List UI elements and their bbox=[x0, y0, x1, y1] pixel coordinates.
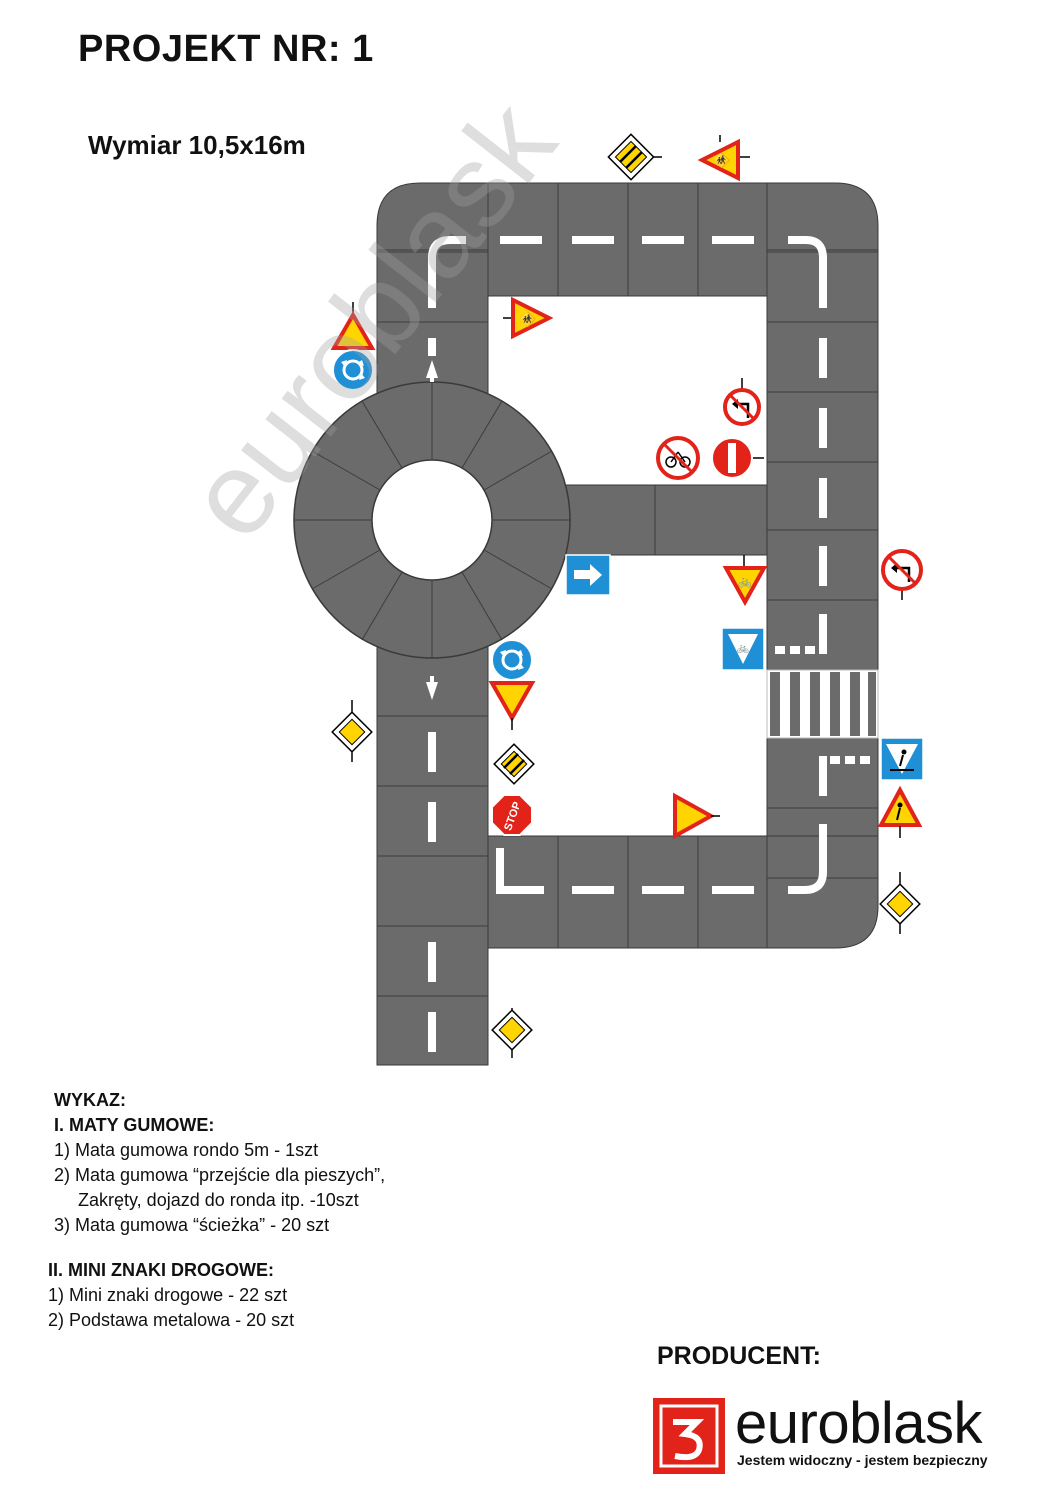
priority-road-end-sign bbox=[607, 133, 662, 181]
mandatory-direction-sign bbox=[565, 554, 611, 596]
warning-triangle-sign-bottom bbox=[673, 792, 720, 840]
inventory-list: WYKAZ: I. MATY GUMOWE: 1) Mata gumowa ro… bbox=[48, 1088, 385, 1333]
euroblask-logo: euroblask Jestem widoczny - jestem bezpi… bbox=[653, 1391, 1033, 1474]
no-left-turn-sign-right bbox=[881, 549, 923, 600]
logo-mark bbox=[653, 1398, 725, 1474]
no-left-turn-sign bbox=[723, 378, 761, 426]
svg-text:🚲: 🚲 bbox=[737, 643, 749, 654]
pedestrian-crossing bbox=[766, 669, 879, 739]
project-title: PROJEKT NR: 1 bbox=[78, 28, 374, 70]
priority-road-sign-bottom bbox=[491, 1008, 533, 1058]
lane-markings bbox=[428, 236, 870, 1052]
children-warning-sign: 🚸 bbox=[697, 135, 750, 182]
list-item: Zakręty, dojazd do ronda itp. -10szt bbox=[78, 1190, 359, 1210]
producer-label: PRODUCENT: bbox=[657, 1342, 821, 1370]
svg-text:🚸: 🚸 bbox=[519, 311, 536, 328]
priority-road-end-sign-lower bbox=[493, 743, 535, 785]
tile-seams bbox=[377, 183, 878, 997]
roundabout-sign-bottom bbox=[491, 639, 533, 681]
direction-arrows bbox=[426, 360, 438, 700]
list-item: 3) Mata gumowa “ścieżka” - 20 szt bbox=[54, 1215, 330, 1235]
no-entry-sign bbox=[711, 437, 764, 479]
priority-road-sign-left bbox=[331, 700, 373, 762]
children-warning-sign-inner: 🚸 bbox=[503, 296, 554, 340]
svg-text:🚸: 🚸 bbox=[713, 152, 730, 169]
list-item: 1) Mata gumowa rondo 5m - 1szt bbox=[54, 1140, 319, 1160]
pedestrian-warning-sign bbox=[877, 785, 923, 838]
roundabout bbox=[293, 381, 571, 659]
road-layout-diagram: 🚸 🚸 bbox=[293, 133, 924, 1066]
curve-markings bbox=[428, 236, 827, 894]
list-item: 1) Mini znaki drogowe - 22 szt bbox=[48, 1285, 288, 1305]
section-mini-signs-title: II. MINI ZNAKI DROGOWE: bbox=[48, 1260, 274, 1280]
list-item: 2) Podstawa metalowa - 20 szt bbox=[48, 1310, 295, 1330]
dimension-label: Wymiar 10,5x16m bbox=[88, 130, 306, 160]
give-way-cyclists-sign: 🚲 bbox=[722, 555, 768, 607]
list-heading: WYKAZ: bbox=[54, 1090, 126, 1110]
logo-slogan: Jestem widoczny - jestem bezpieczny bbox=[737, 1452, 988, 1468]
cyclist-crossing-sign: 🚲 bbox=[721, 627, 765, 671]
priority-road-sign-right bbox=[879, 872, 921, 934]
give-way-sign bbox=[488, 681, 536, 730]
svg-text:🚲: 🚲 bbox=[738, 575, 752, 588]
list-item: 2) Mata gumowa “przejście dla pieszych”, bbox=[54, 1165, 386, 1185]
logo-brand-name: euroblask bbox=[735, 1391, 982, 1456]
no-bicycles-sign bbox=[656, 436, 700, 480]
give-way-warning-sign bbox=[330, 302, 376, 350]
roundabout-sign-left bbox=[332, 349, 374, 391]
pedestrian-crossing-sign bbox=[880, 737, 924, 781]
section-rubber-mats-title: I. MATY GUMOWE: bbox=[54, 1115, 215, 1135]
stop-sign: STOP bbox=[491, 794, 533, 836]
